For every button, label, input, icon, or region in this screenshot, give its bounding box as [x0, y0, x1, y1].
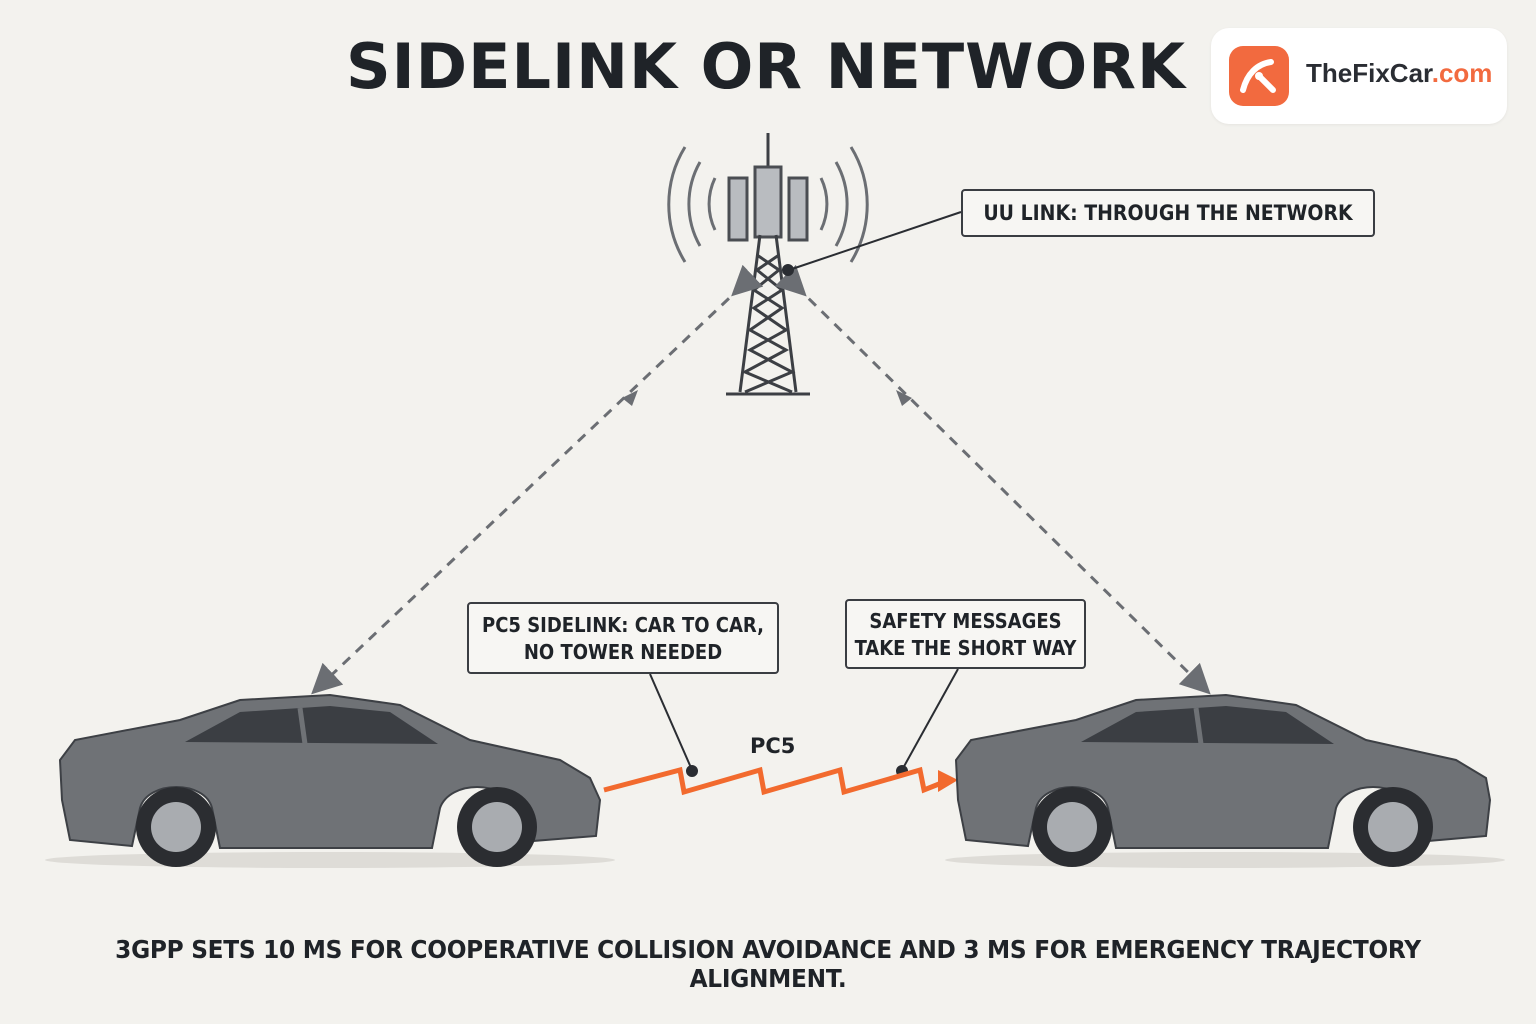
pc5-callout-line1: PC5 SIDELINK: CAR TO CAR,: [482, 613, 764, 637]
safety-messages-callout: SAFETY MESSAGES TAKE THE SHORT WAY: [845, 599, 1086, 669]
pc5-sidelink: [603, 766, 945, 796]
brand-logo: TheFixCar.com: [1211, 28, 1507, 124]
pc5-callout-line2: NO TOWER NEEDED: [523, 640, 723, 664]
pc5-label: PC5: [750, 734, 796, 758]
uu-link-right: [774, 264, 1211, 695]
brand-name: TheFixCar.com: [1306, 58, 1493, 88]
footer-caption: 3GPP SETS 10 MS FOR COOPERATIVE COLLISIO…: [115, 935, 1421, 993]
uu-link-callout: UU LINK: THROUGH THE NETWORK: [961, 189, 1375, 237]
pc5-arrow-head: [938, 770, 958, 792]
callout-leaders: [649, 211, 962, 777]
pc5-sidelink-callout: PC5 SIDELINK: CAR TO CAR, NO TOWER NEEDE…: [467, 602, 779, 674]
uu-link-left: [311, 264, 764, 695]
logo-icon: [1229, 46, 1289, 106]
safety-callout-line2: TAKE THE SHORT WAY: [854, 636, 1077, 660]
page-title: SIDELINK OR NETWORK: [345, 30, 1187, 103]
car-left-icon: [45, 693, 615, 868]
car-right-icon: [945, 693, 1505, 868]
cell-tower-icon: [667, 133, 869, 396]
safety-callout-line1: SAFETY MESSAGES: [869, 609, 1062, 633]
